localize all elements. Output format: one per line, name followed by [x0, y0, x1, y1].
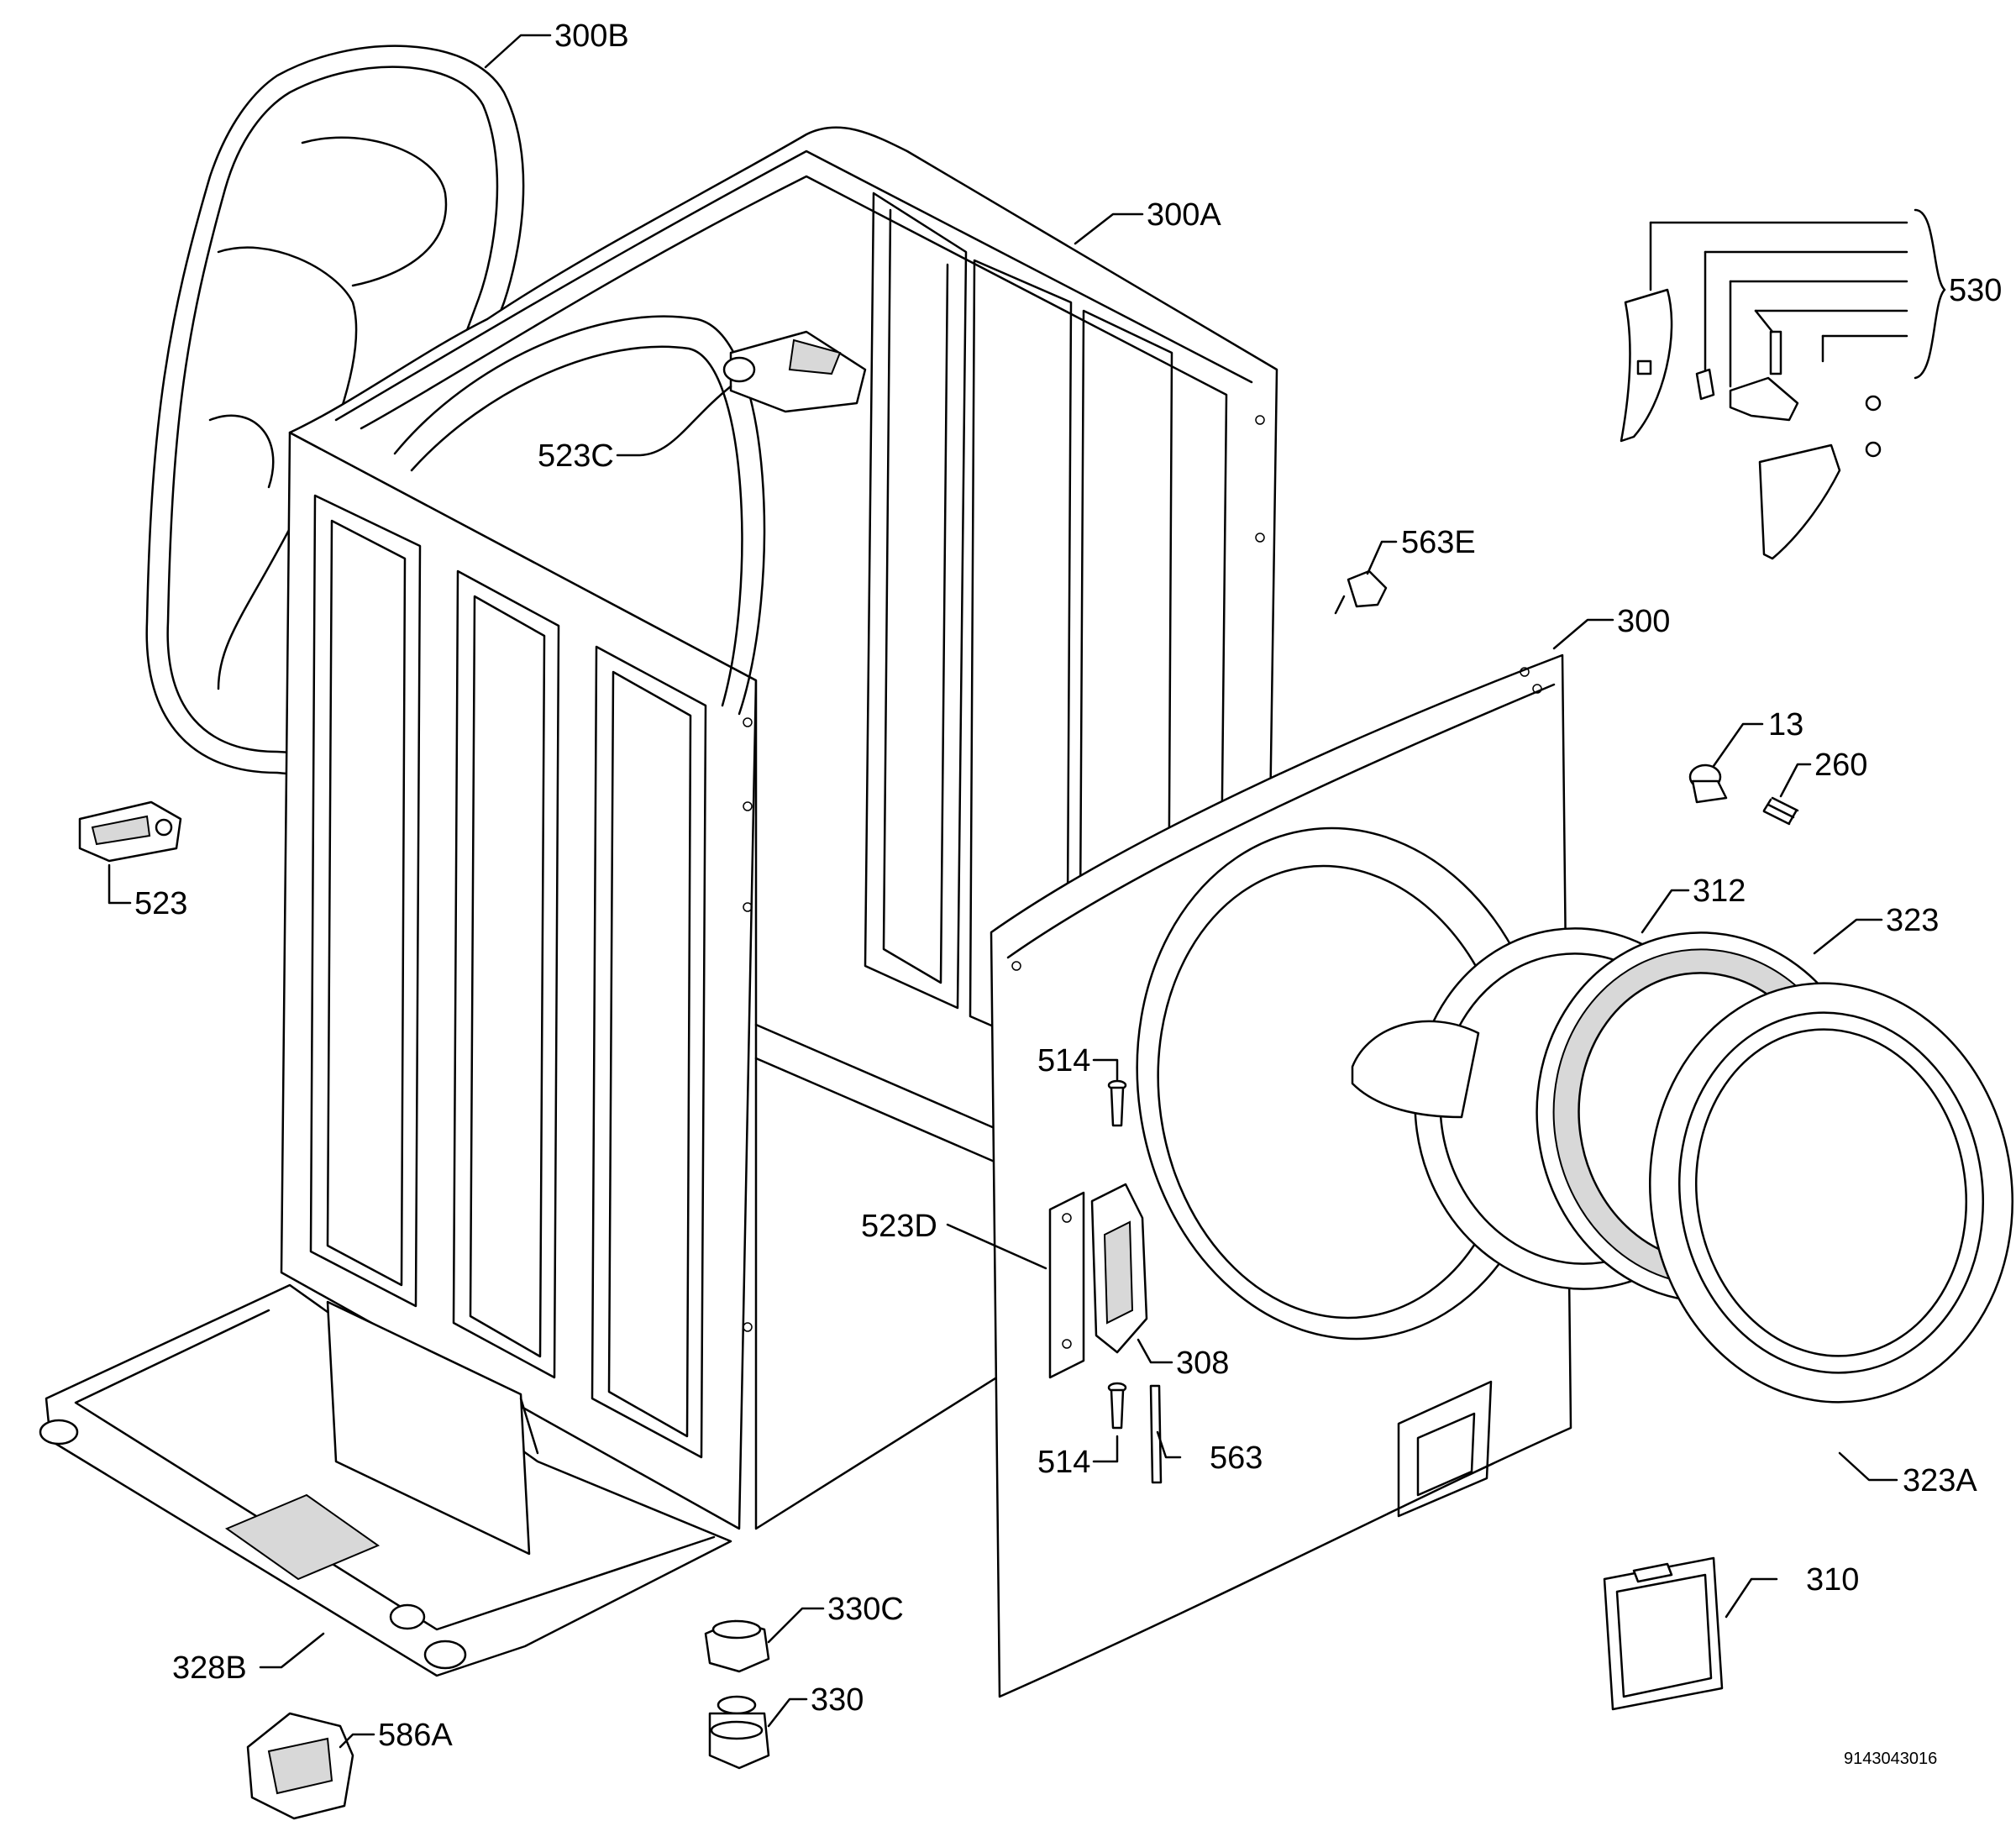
label-514-upper: 514 — [1037, 1043, 1090, 1078]
part-260-spring — [1762, 796, 1799, 826]
part-563E-sensor — [1334, 569, 1388, 615]
part-523D-latch-plate — [1048, 1191, 1085, 1379]
part-328B-base-plate — [39, 1283, 732, 1677]
label-523D: 523D — [861, 1209, 937, 1244]
part-330-fitting — [708, 1695, 770, 1770]
part-530-latch-assembly — [1620, 288, 1882, 560]
part-586A-bracket — [246, 1712, 354, 1820]
label-312: 312 — [1693, 874, 1746, 909]
document-number: 9143043016 — [1844, 1750, 1937, 1768]
label-310: 310 — [1806, 1562, 1859, 1598]
label-523C: 523C — [538, 438, 614, 474]
label-328B: 328B — [172, 1650, 247, 1686]
label-586A: 586A — [378, 1718, 453, 1753]
part-323A-outer-door-ring — [1649, 982, 2013, 1404]
part-514-screw-lower — [1107, 1382, 1127, 1430]
label-308: 308 — [1176, 1346, 1229, 1381]
label-260: 260 — [1814, 748, 1867, 783]
part-523C-bracket — [722, 330, 867, 413]
label-300A: 300A — [1147, 197, 1221, 233]
label-323: 323 — [1886, 903, 1939, 938]
label-330C: 330C — [827, 1592, 904, 1627]
part-330C-nut — [704, 1619, 770, 1673]
part-13-bushing — [1688, 763, 1728, 804]
label-514-lower: 514 — [1037, 1445, 1090, 1480]
label-563: 563 — [1210, 1440, 1263, 1476]
part-514-screw-upper — [1107, 1079, 1127, 1127]
part-310-filter-cover — [1603, 1556, 1724, 1711]
label-330: 330 — [811, 1682, 864, 1718]
part-563-pin — [1149, 1384, 1163, 1484]
label-300: 300 — [1617, 604, 1670, 639]
part-308-hinge — [1090, 1183, 1148, 1354]
part-300-front-panel — [990, 653, 1572, 1698]
leader-lines — [108, 34, 1946, 1749]
part-labels: 300B 300A 530 523C 563E 300 13 260 523 3… — [134, 18, 2002, 1768]
label-523: 523 — [134, 886, 187, 921]
label-563E: 563E — [1401, 525, 1476, 560]
label-530: 530 — [1949, 273, 2002, 308]
label-300B: 300B — [554, 18, 629, 54]
label-13: 13 — [1768, 707, 1803, 742]
label-323A: 323A — [1903, 1463, 1977, 1498]
part-523-bracket — [78, 800, 182, 863]
